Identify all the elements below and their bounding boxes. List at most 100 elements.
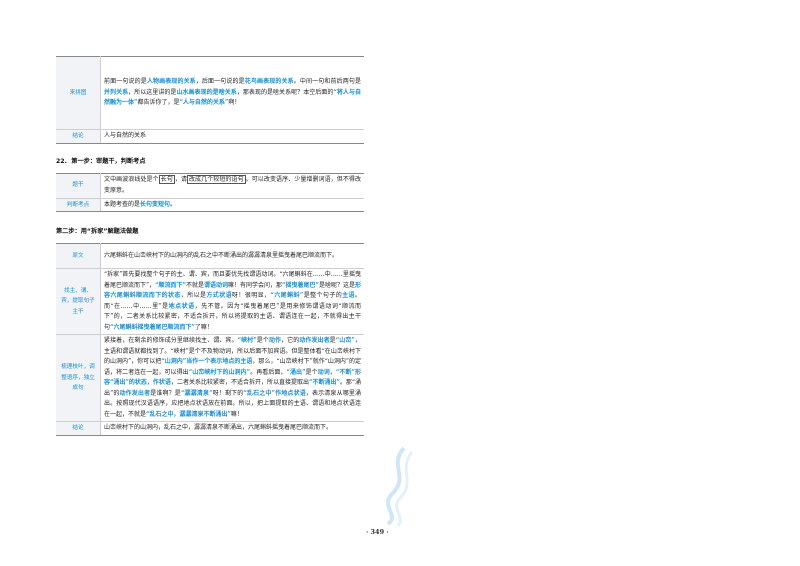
body-text: ，请 [174,176,187,183]
body-text: 不就是 [185,281,204,289]
row-label: 原文 [56,243,101,269]
body-text: 了嘛！ [194,323,213,331]
highlight-text: “涌出” [286,368,306,376]
row-text: 山峦峡村下的山洞内，乱石之中，潺潺清泉不断涌出，六尾蝌蚪摇曳着尾巴顺流而下。 [100,421,364,436]
highlight-text: “乱石之中，潺潺清泉不断涌出” [146,410,231,418]
highlight-text: 人物画表现的关系 [146,78,196,86]
table-analysis-3: 原文 六尾蝌蚪在山峦峡村下的山洞内的乱石之中不断涌出的潺潺清泉里摇曳着尾巴顺流而… [56,243,364,436]
body-text: 。 [170,200,177,208]
highlight-text: 谓语动词 [204,281,229,289]
highlight-text: 动作 [268,337,282,344]
row-text: 本题考查的是长句变短句。 [100,198,364,212]
row-text: 文中画波浪线处是个长句，请改成几个较短的语句。可以改变语序、少量增删词语，但不得… [100,172,364,199]
table-row: 原文 六尾蝌蚪在山峦峡村下的山洞内的乱石之中不断涌出的潺潺清泉里摇曳着尾巴顺流而… [56,243,364,269]
body-text: “拆家”首先要找整个句子的主、谓、宾，而且要优先找谓语动词。“六尾蝌蚪在……中…… [104,271,361,289]
row-label: 题干 [56,172,101,199]
highlight-text: 山水画表现的是啥关系 [176,88,237,96]
highlight-text: “六尾蝌蚪” [270,292,304,299]
highlight-text: “乱石之中”作地点状语 [243,389,306,397]
highlight-text: 方式状语 [206,292,233,299]
question-number: 22. [56,157,67,165]
page-number: · 349 · [366,528,389,536]
highlight-text: 长句变短句 [140,200,171,208]
table-row: 结论 人与自然的关系 [56,129,364,144]
body-text: 嘛！ [230,410,243,418]
body-text: 是 [329,337,336,344]
body-text: 是个 [256,337,269,344]
highlight-text: 地点状语 [168,302,195,310]
body-text: ，二者关系比较紧密，不适合拆开，所以直接提取出 [170,379,309,386]
boxed-text: 改成几个较短的语句 [186,175,246,184]
body-text: ，那么，“山峦峡村下”就作“山洞内”的定语，将二者连在一起，可以得出 [104,358,361,376]
row-text: 人与自然的关系 [100,129,364,144]
row-label: 结论 [56,421,101,436]
decorative-wave-graphic [386,446,414,526]
highlight-text: “顺流而下” [155,281,186,289]
body-text: 六尾蝌蚪在山峦峡村下的山洞内的乱石之中不断涌出的潺潺清泉里摇曳着尾巴顺流而下。 [104,251,339,259]
row-text: “拆家”首先要找整个句子的主、谓、宾，而且要优先找谓语动词。“六尾蝌蚪在……中…… [100,268,364,335]
body-text: 是啥呢？这是 [318,281,355,289]
body-text: 是整个句子的 [303,292,343,299]
row-text: 前面一句说的是人物画表现的关系，后面一句说的是花鸟画表现的关系。中间一句和前后两… [100,56,364,130]
body-text: 呀！剩下的 [212,389,244,397]
highlight-text: “将人与自然融为一体” [104,88,361,107]
highlight-text: “峡村” [237,337,257,344]
row-label: 结论 [56,129,101,144]
body-text: 文中画波浪线处是个 [104,176,159,183]
body-text: 再看后面， [256,368,287,376]
body-text: 嘛！有同学会问，那 [228,281,283,289]
page-content: 来拼图 前面一句说的是人物画表现的关系，后面一句说的是花鸟画表现的关系。中间一句… [56,56,364,436]
body-text: 是谁啊？是 [150,389,181,397]
row-label: 找主、谓、宾，提取句子主干 [56,268,101,335]
table-row: 来拼图 前面一句说的是人物画表现的关系，后面一句说的是花鸟画表现的关系。中间一句… [56,56,364,130]
highlight-text: 形容六尾蝌蚪顺流而下的状态 [104,281,361,300]
body-text: 。而“在……中……里”是 [104,292,361,310]
body-text: ，表示清泉从哪里涌出。按照现代汉语语序，应把地点状语放在前面。所以，把上面提取的… [104,389,361,418]
step-title: 第一步：审题干，判断考点 [71,157,146,165]
highlight-text: “不断” [335,368,355,376]
body-text: 是个 [305,368,318,376]
boxed-text: 长句 [158,175,175,184]
highlight-text: 并列关系 [104,88,129,96]
body-text: ，那表现的是啥关系呢？本空后面的 [236,88,334,96]
highlight-text: 动作发出者 [119,389,151,397]
highlight-text: “山洞内”当作一个表示地点的主语 [161,358,253,365]
body-text: ， [329,368,336,376]
body-text: 啊！ [228,99,241,107]
table-row: 题干 文中画波浪线处是个长句，请改成几个较短的语句。可以改变语序、少量增删词语，… [56,172,364,199]
row-text: 紧接着，在剩余的修饰成分里继续找主、谓、宾。“峡村”是个动作，它的动作发出者是“… [100,334,364,422]
highlight-text: 形容“涌出”的状态，作状语 [104,368,361,387]
highlight-text: “六尾蝌蚪摇曳着尾巴顺流而下” [110,323,195,331]
table-analysis-1: 来拼图 前面一句说的是人物画表现的关系，后面一句说的是花鸟画表现的关系。中间一句… [56,56,364,144]
body-text: 本题考查的是 [104,200,141,208]
body-text: 人与自然的关系 [104,132,147,139]
highlight-text: “山峦峡村下的山洞内” [188,368,251,376]
body-text: 呀！很明显， [232,292,271,299]
table-row: 判断考点 本题考查的是长句变短句。 [56,198,364,212]
table-row: 找主、谓、宾，提取句子主干 “拆家”首先要找整个句子的主、谓、宾，而且要优先找谓… [56,268,364,335]
highlight-text: 动作发出者 [299,337,330,344]
body-text: ，所以是 [180,292,207,299]
step-heading: 第二步：用“拆家”解题法做题 [56,228,139,235]
row-label: 来拼图 [56,56,101,130]
row-label: 判断考点 [56,198,101,212]
body-text: 。中间一句和前后两句是 [293,78,361,86]
body-text: 。 [250,368,257,376]
highlight-text: “不断涌出” [309,379,340,386]
body-text: 。那“涌出”的 [104,379,361,397]
question-heading: 22. 第一步：审题干，判断考点 [56,156,364,165]
highlight-text: 主语 [342,292,355,299]
highlight-text: 花鸟画表现的关系 [244,78,294,86]
body-text: 因为“摇曳着尾巴”是用来修饰谓语动词“顺流而下”的，二者关系比较紧密，不适合拆开… [104,302,361,331]
table-analysis-2: 题干 文中画波浪线处是个长句，请改成几个较短的语句。可以改变语序、少量增删词语，… [56,172,364,213]
body-text: ，所以这里讲的是 [128,88,177,96]
row-text: 六尾蝌蚪在山峦峡村下的山洞内的乱石之中不断涌出的潺潺清泉里摇曳着尾巴顺流而下。 [100,243,364,269]
body-text: 。可以改变语序、少量增删词语，但不得改变原意。 [104,176,361,194]
body-text: 前面一句说的是 [104,78,147,86]
body-text: ，它的 [281,337,300,344]
body-text: 紧接着，在剩余的修饰成分里继续找主、谓、宾。 [104,337,238,344]
body-text: ，主语和谓语就都找到了。“峡村”是个不及物动词，所以后面不加宾语。但是整体看“在… [104,337,361,365]
body-text: ，先不管。 [194,302,228,310]
highlight-text: “山峦” [335,337,355,344]
body-text: ，后面一句说的是 [195,78,245,86]
